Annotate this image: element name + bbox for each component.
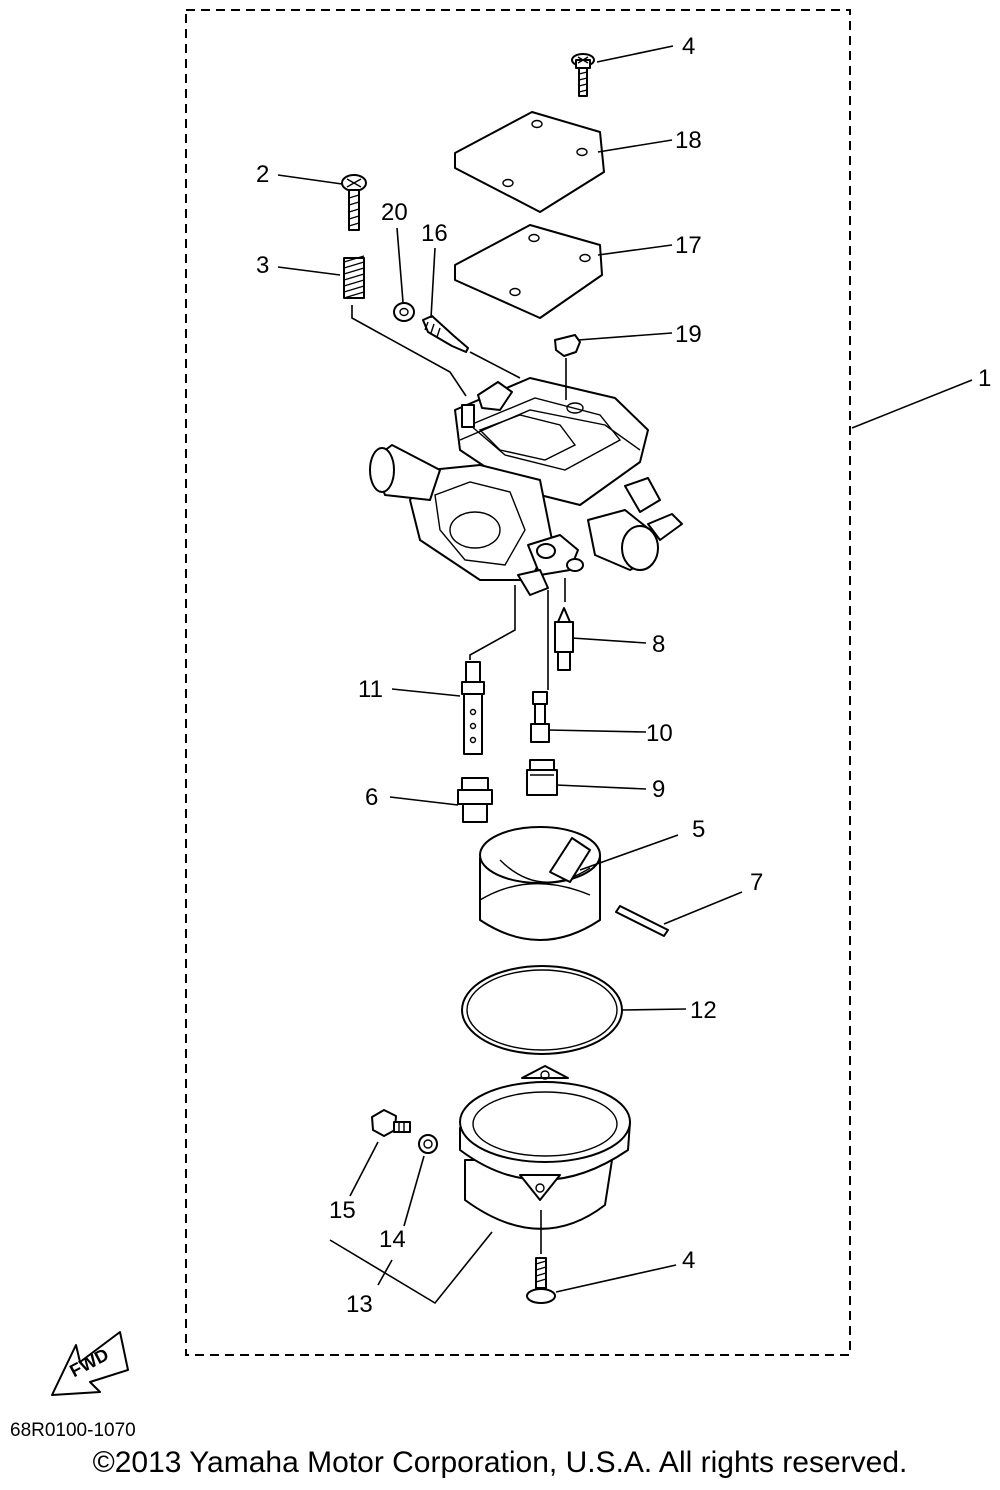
leader-lines xyxy=(277,45,973,1305)
float-bowl-part xyxy=(459,1065,631,1230)
needle-part xyxy=(422,315,469,353)
copyright-notice: ©2013 Yamaha Motor Corporation, U.S.A. A… xyxy=(92,1446,908,1479)
callout-8: 8 xyxy=(652,631,665,658)
screw-bottom-part xyxy=(526,1257,556,1304)
float-part xyxy=(479,826,601,941)
carburetor-body-part xyxy=(369,377,683,596)
callout-4-bottom: 4 xyxy=(682,1247,695,1274)
document-code: 68R0100-1070 xyxy=(10,1420,136,1441)
gasket-part xyxy=(454,224,603,319)
callout-15: 15 xyxy=(329,1197,356,1224)
callout-11: 11 xyxy=(358,676,383,703)
callout-18: 18 xyxy=(675,127,702,154)
cover-plate-part xyxy=(454,111,605,213)
float-pin-part xyxy=(615,905,669,937)
callout-20: 20 xyxy=(381,199,408,226)
drain-screw-part xyxy=(371,1109,411,1137)
pilot-screw-part xyxy=(341,174,367,231)
float-valve-part xyxy=(554,607,574,671)
assembly-boundary xyxy=(185,9,851,1356)
spring-part xyxy=(343,255,365,299)
seal-part xyxy=(393,302,415,322)
callout-6: 6 xyxy=(365,784,378,811)
callout-19: 19 xyxy=(675,321,702,348)
nozzle-part xyxy=(457,777,493,823)
fwd-arrow-icon: FWD xyxy=(51,1331,129,1396)
screw-top-part xyxy=(571,53,595,97)
o-ring-part xyxy=(461,965,623,1055)
callout-labels: 4 18 17 19 1 2 3 20 16 8 11 10 9 6 5 7 1… xyxy=(256,33,991,1318)
cap-part xyxy=(554,334,581,357)
callout-5: 5 xyxy=(692,816,705,843)
pilot-jet-part xyxy=(530,691,550,743)
callout-16: 16 xyxy=(421,220,448,247)
callout-2: 2 xyxy=(256,161,269,188)
callout-12: 12 xyxy=(690,997,717,1024)
callout-10: 10 xyxy=(646,720,673,747)
callout-9: 9 xyxy=(652,776,665,803)
callout-14: 14 xyxy=(379,1226,406,1253)
callout-4-top: 4 xyxy=(682,33,695,60)
emulsion-tube-part xyxy=(461,661,485,755)
main-jet-part xyxy=(526,759,558,796)
callout-1: 1 xyxy=(978,365,991,392)
callout-13: 13 xyxy=(346,1291,373,1318)
washer-part xyxy=(418,1134,438,1154)
callout-7: 7 xyxy=(750,869,763,896)
callout-3: 3 xyxy=(256,252,269,279)
callout-17: 17 xyxy=(675,232,702,259)
